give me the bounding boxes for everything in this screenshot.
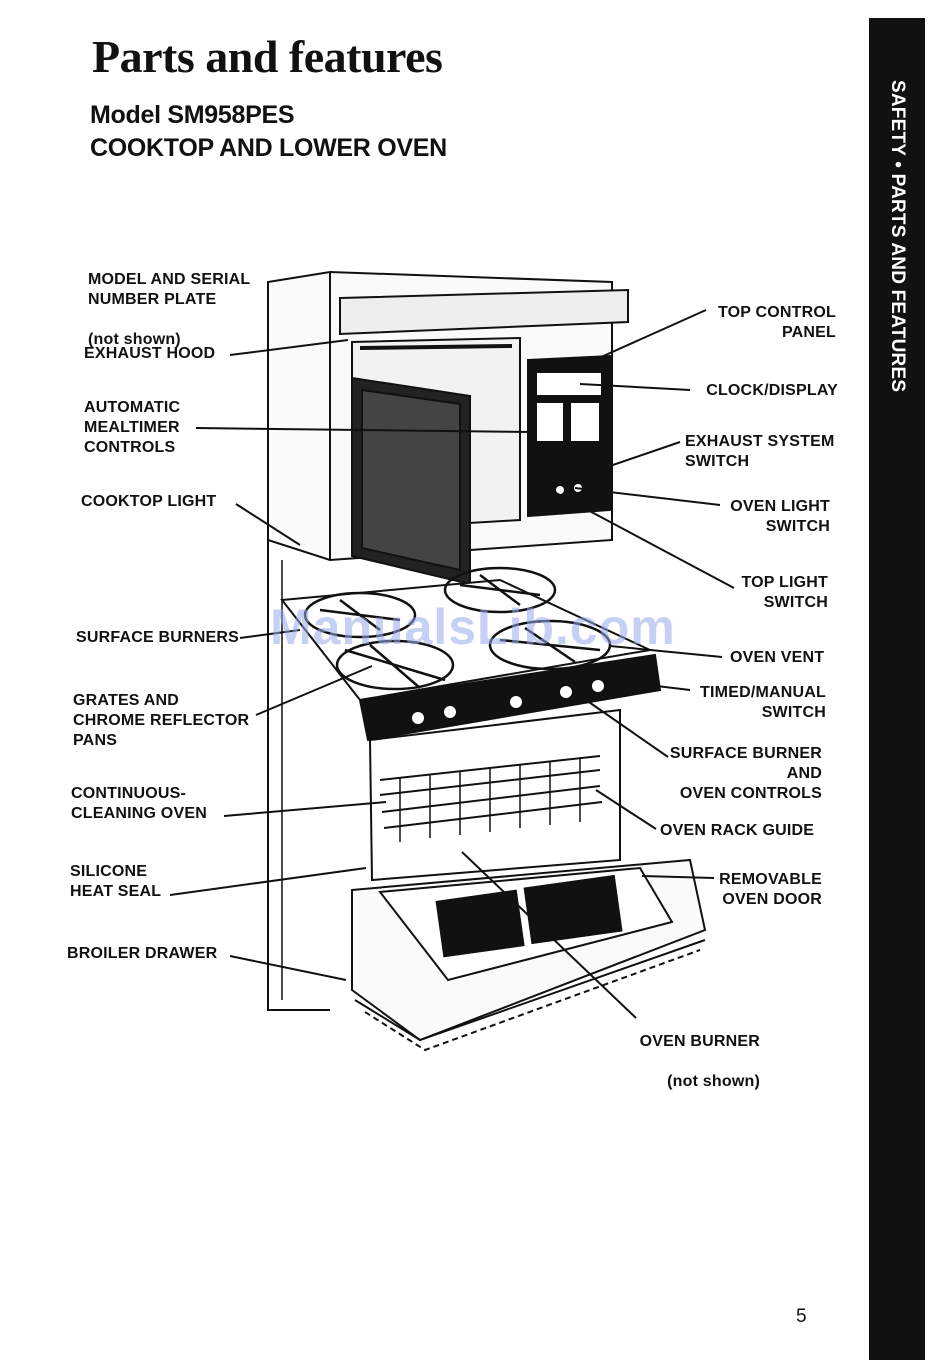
label-oven-light-switch: OVEN LIGHT SWITCH bbox=[730, 498, 830, 535]
label-model-plate-text: MODEL AND SERIAL NUMBER PLATE bbox=[88, 271, 251, 308]
label-surface-controls: SURFACE BURNER AND OVEN CONTROLS bbox=[669, 745, 822, 802]
label-model-plate-note: (not shown) bbox=[88, 331, 181, 348]
watermark: ManualsLib.com bbox=[270, 599, 676, 655]
label-clock-display: CLOCK/DISPLAY bbox=[706, 382, 838, 399]
label-top-light-switch: TOP LIGHT SWITCH bbox=[741, 574, 828, 611]
label-oven-rack-guide: OVEN RACK GUIDE bbox=[660, 822, 815, 839]
label-timed-manual: TIMED/MANUAL SWITCH bbox=[700, 684, 826, 721]
label-broiler-drawer: BROILER DRAWER bbox=[67, 945, 218, 962]
label-cooktop-light: COOKTOP LIGHT bbox=[81, 493, 217, 510]
label-heat-seal: SILICONE HEAT SEAL bbox=[70, 863, 162, 900]
label-grates: GRATES AND CHROME REFLECTOR PANS bbox=[73, 692, 250, 749]
label-oven-burner-text: OVEN BURNER bbox=[639, 1033, 760, 1050]
label-oven-vent: OVEN VENT bbox=[730, 649, 825, 666]
page-title: Parts and features bbox=[92, 31, 443, 82]
label-oven-burner-note: (not shown) bbox=[667, 1073, 760, 1090]
page-number: 5 bbox=[796, 1306, 807, 1327]
label-exhaust-switch: EXHAUST SYSTEM SWITCH bbox=[685, 433, 835, 470]
label-mealtimer: AUTOMATIC MEALTIMER CONTROLS bbox=[84, 399, 181, 456]
label-top-control-panel: TOP CONTROL PANEL bbox=[717, 304, 836, 341]
side-tab: SAFETY • PARTS AND FEATURES bbox=[869, 18, 925, 1360]
label-oven-burner: OVEN BURNER (not shown) bbox=[640, 1012, 760, 1092]
label-continuous-oven: CONTINUOUS- CLEANING OVEN bbox=[71, 785, 207, 822]
label-model-plate: MODEL AND SERIAL NUMBER PLATE (not shown… bbox=[88, 250, 250, 350]
label-removable-door: REMOVABLE OVEN DOOR bbox=[719, 871, 822, 908]
model-subtitle: Model SM958PES bbox=[90, 101, 295, 129]
section-subtitle: COOKTOP AND LOWER OVEN bbox=[90, 134, 447, 162]
label-surface-burners: SURFACE BURNERS bbox=[76, 629, 240, 646]
label-exhaust-hood: EXHAUST HOOD bbox=[84, 345, 216, 362]
